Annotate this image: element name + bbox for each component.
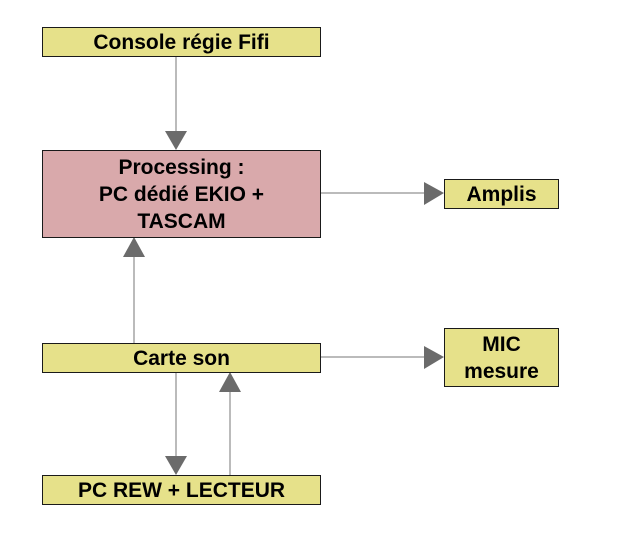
node-carte-son: Carte son	[42, 343, 321, 373]
node-mic-line1: MIC	[482, 332, 521, 356]
arrowhead-pcrew-to-cartson	[219, 372, 241, 392]
node-pc-rew-lecteur: PC REW + LECTEUR	[42, 475, 321, 505]
node-mic-line2: mesure	[464, 359, 539, 383]
node-mic-mesure: MIC mesure	[444, 328, 559, 387]
node-pc-rew-label: PC REW + LECTEUR	[77, 478, 286, 502]
node-processing: Processing : PC dédié EKIO + TASCAM	[42, 150, 321, 238]
node-console-regie-label: Console régie Fifi	[93, 30, 270, 54]
arrowhead-cartson-to-mic	[424, 346, 444, 369]
node-amplis: Amplis	[444, 179, 559, 209]
node-console-regie: Console régie Fifi	[42, 27, 321, 57]
node-amplis-label: Amplis	[466, 182, 537, 206]
arrowhead-cartson-to-processing	[123, 237, 145, 257]
node-carte-son-label: Carte son	[133, 346, 230, 370]
arrowhead-processing-to-amplis	[424, 182, 444, 205]
node-processing-line3: TASCAM	[137, 209, 226, 233]
arrowhead-console-to-processing	[165, 131, 187, 150]
arrowhead-cartson-to-pcrew	[165, 456, 187, 475]
node-processing-line1: Processing :	[118, 155, 245, 179]
node-processing-line2: PC dédié EKIO +	[98, 182, 265, 206]
